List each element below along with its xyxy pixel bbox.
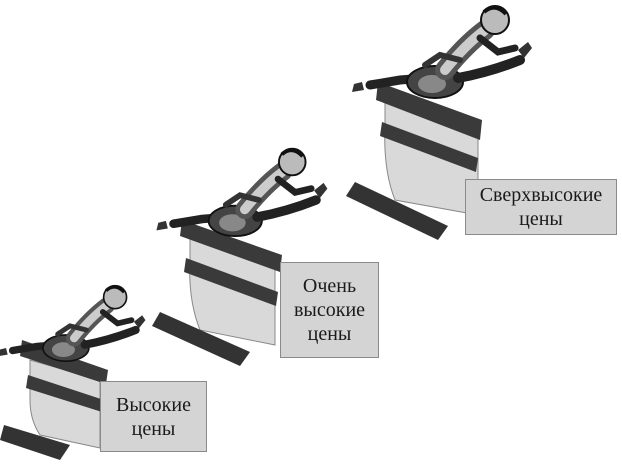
label-super-line1: Сверхвысокие [479,184,603,206]
label-very-high-prices: Очень высокие цены [280,262,379,358]
label-very-line2: высокие [293,299,366,321]
hurdle-2 [152,220,282,366]
label-very-line1: Очень [302,275,357,297]
label-super-line2: цены [519,208,563,230]
hurdler-figure-2 [156,149,327,236]
hurdler-figure-1 [0,286,145,361]
label-super-high-prices: Сверхвысокие цены [465,179,617,235]
label-very-line3: цены [307,323,352,345]
label-high-line1: Высокие [116,393,191,416]
label-high-line2: цены [131,417,176,440]
hurdle-3 [346,82,482,240]
hurdle-1 [0,340,108,460]
label-high-prices: Высокие цены [100,381,207,452]
hurdler-figure-3 [352,6,532,98]
